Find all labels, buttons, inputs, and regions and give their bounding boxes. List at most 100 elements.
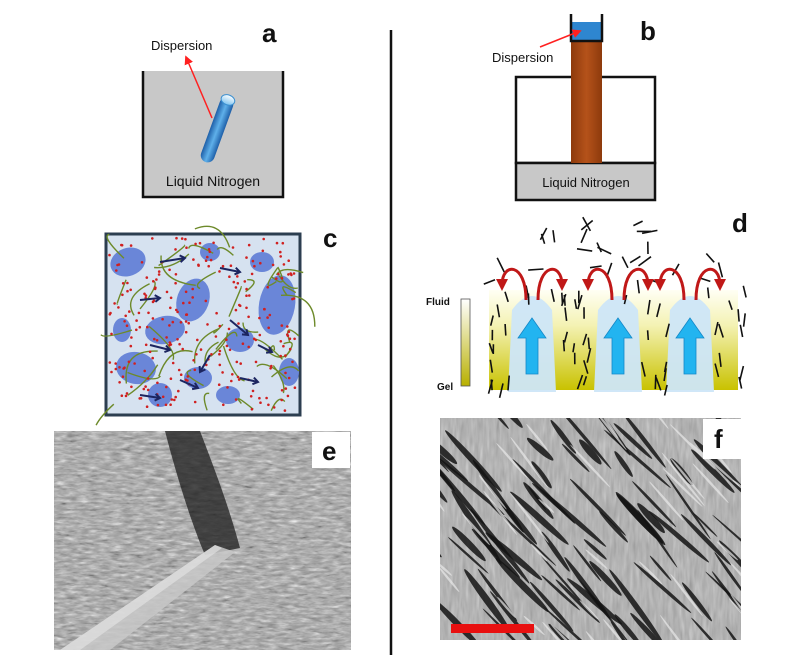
nanoparticle-dot [265,396,268,400]
nanorod [728,300,733,311]
nanorod [540,233,546,244]
nanoparticle-dot [231,246,235,249]
nanoparticle-dot [115,269,118,272]
particle-blob [113,318,131,342]
rejection-flow-arrow [694,267,726,301]
dispersion-arrow-a [184,55,213,119]
panel-f-letter-box [703,419,741,459]
nanoparticle-dot [168,268,171,272]
polymer-fiber [100,329,133,337]
nanoparticle-dot [275,241,279,245]
nanoparticle-dot [164,403,168,407]
ice-growth-arrow [159,254,187,263]
nanoparticle-dot [124,394,128,398]
nanorod [552,230,556,243]
nanorod [582,333,588,346]
polymer-fiber [160,255,196,286]
nanoparticle-dot [218,363,222,367]
nanoparticle-dot [254,360,258,364]
nanoparticle-dot [225,344,229,348]
nanorod [663,368,667,382]
particle-blob [148,383,172,407]
nanoparticle-dot [253,264,256,268]
polymer-fiber [196,271,217,290]
nanoparticle-dot [226,386,229,389]
nanoparticle-dot [165,385,168,389]
nanoparticle-dot [169,377,173,381]
nanoparticle-dot [121,282,125,285]
nanoparticle-dot [250,408,254,411]
panel-e-letter: e [322,436,336,466]
nanorod [564,307,568,321]
nanoparticle-dot [212,241,215,245]
nanoparticle-dot [121,375,125,379]
polymer-fiber [95,403,115,426]
nanoparticle-dot [177,368,181,372]
ice-channel [666,296,714,392]
nanoparticle-dot [221,264,225,268]
rejection-flow-arrow [654,267,686,301]
cup-walls-b [569,14,604,43]
nanoparticle-dot [266,285,270,289]
nanoparticle-dot [169,343,173,346]
nanoparticle-dot [129,244,133,247]
nanorod [576,374,584,390]
nanorod [655,377,662,391]
nanoparticle-dot [291,360,294,364]
nanorod [550,288,555,302]
nanoparticle-dot [179,373,183,377]
nanoparticle-dot [176,310,179,314]
polymer-fiber [209,332,229,357]
ice-growth-arrow [229,319,250,337]
ice-growth-arrow [239,376,260,386]
nanoparticle-dot [251,259,255,263]
nanoparticle-dot [195,353,198,356]
nanoparticle-dot [193,400,197,404]
nanorod [489,315,494,326]
ice-channels [508,296,714,392]
panel-b: b Liquid Nitrogen Dispersion [492,14,657,202]
nanoparticle-dot [207,264,210,268]
nanoparticle-dot [283,409,287,412]
panel-d-letter: d [732,208,748,238]
nanoparticle-dot [245,294,248,298]
nanoparticle-dot [129,288,132,292]
nanorod [633,220,643,227]
nanorod [586,348,592,363]
dispersion-label-a: Dispersion [151,38,212,53]
nanoparticle-dot [282,263,286,266]
polymer-fiber [237,397,254,410]
nanoparticle-dot [181,347,184,351]
nanoparticle-dot [108,253,111,257]
nanoparticle-dot [238,303,241,307]
nanoparticle-dot [198,241,202,245]
nanoparticle-dot [146,377,150,380]
nanoparticle-dot [206,323,209,326]
nanoparticle-dot [279,255,283,258]
polymer-fiber [130,283,150,316]
nanoparticle-dot [199,348,203,351]
nanoparticle-dot [125,392,129,395]
polymer-fiber [203,392,210,411]
nanoparticle-dot [261,249,265,253]
nanoparticle-dot [227,327,231,331]
nanoparticle-dot [194,242,197,246]
nanoparticle-dot [174,395,177,399]
nanoparticle-dot [144,385,147,388]
nanoparticle-dot [127,360,131,364]
nanorod [496,304,501,318]
nanoparticle-dot [188,301,191,305]
nanorod [742,285,747,298]
nanoparticle-dot [151,356,154,360]
nanoparticle-dot [235,360,239,364]
nanoparticle-dot [120,394,124,398]
nanoparticle-dot [147,311,150,315]
nanoparticle-dot [175,236,178,240]
nanorod [577,294,583,310]
nanoparticle-dot [259,401,262,405]
nanoparticle-dot [248,294,251,297]
nanorod [636,279,640,294]
nanorod [507,375,510,391]
dispersion-label-b: Dispersion [492,50,553,65]
